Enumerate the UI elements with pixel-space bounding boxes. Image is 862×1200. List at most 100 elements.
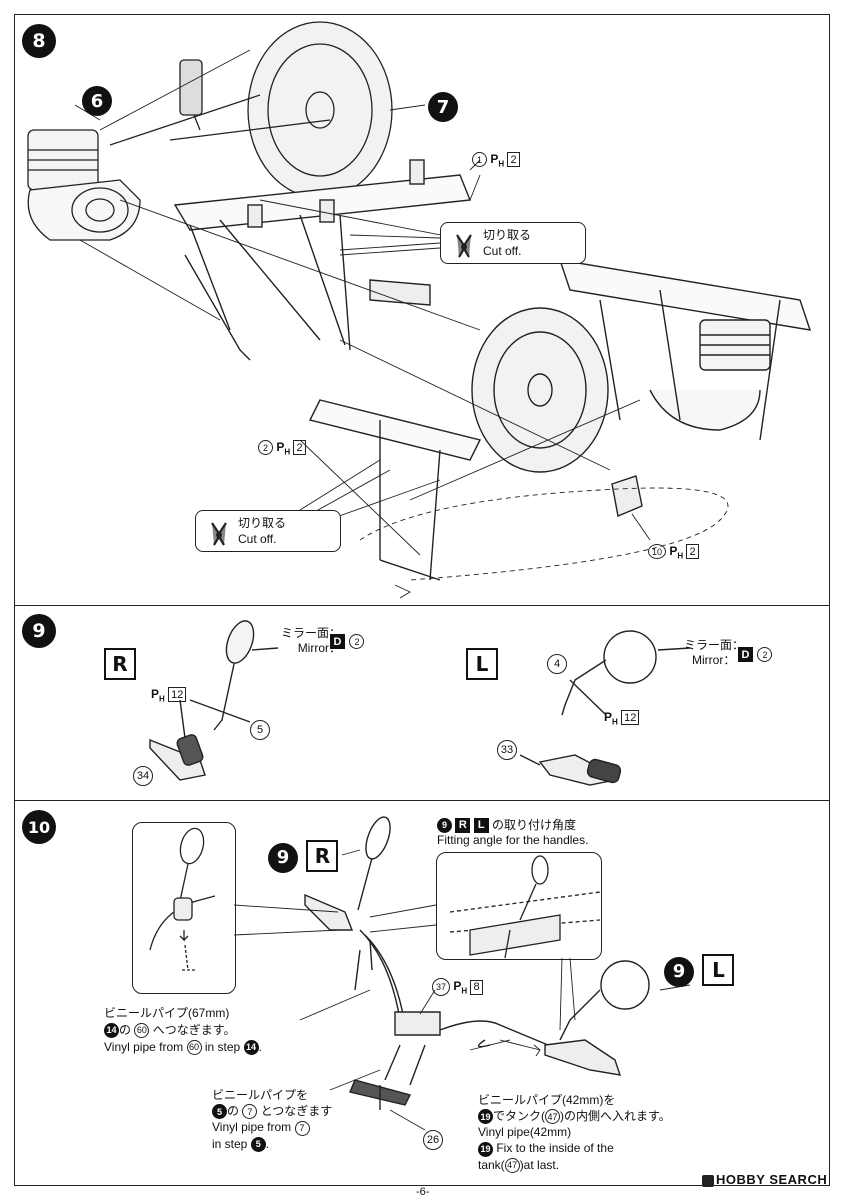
ref-side-letter: L	[702, 954, 735, 986]
note-text: .	[258, 1040, 262, 1054]
right-mirror-color: D 2	[330, 633, 365, 651]
quantity: 12	[621, 710, 640, 726]
mirror-ja: ミラー面：	[684, 638, 745, 652]
part-ref: 60	[186, 1040, 202, 1056]
step-ref: 14	[243, 1040, 259, 1056]
mirror-ja: ミラー面：	[281, 626, 342, 640]
ph-sub: H	[284, 447, 291, 457]
ph-mark: PH	[151, 687, 165, 703]
nipper-icon	[211, 522, 227, 546]
part-ref: 47	[504, 1157, 520, 1173]
quantity: 8	[470, 979, 483, 995]
ph-sub: H	[498, 159, 505, 169]
part-1-label: 1 PH 2	[472, 152, 520, 168]
ref-step-number: 9	[664, 956, 694, 987]
note-text: tank(	[478, 1157, 505, 1172]
note-text: Vinyl pipe from	[212, 1120, 292, 1135]
ref-r: R	[455, 818, 471, 834]
part-26-callout: 26	[423, 1130, 443, 1150]
ph-letter: P	[276, 440, 285, 454]
color-number: 2	[349, 634, 365, 650]
watermark: HOBBY SEARCH	[702, 1172, 827, 1187]
part-2-label: 2 PH 2	[258, 440, 306, 456]
step-9-number: 9	[22, 614, 56, 648]
left-mirror-color: D 2	[738, 646, 773, 664]
note-line-4: 19 Fix to the inside of the	[478, 1140, 671, 1157]
fitting-angle-ja: の取り付け角度	[492, 818, 577, 832]
ref-num: 9	[437, 818, 452, 834]
note-text: とつなぎます	[260, 1104, 333, 1118]
quantity: 2	[507, 152, 520, 168]
step-10-section	[14, 800, 830, 1186]
ph-sub: H	[677, 551, 684, 561]
note-line-3: Vinyl pipe(42mm)	[478, 1125, 572, 1140]
quantity: 12	[168, 687, 187, 703]
note-line-5: tank(47)at last.	[478, 1157, 671, 1173]
note-text: )の内側へ入れます。	[560, 1109, 671, 1123]
note-text: in step	[204, 1040, 241, 1054]
cut-off-note-1: 切り取る Cut off.	[440, 222, 586, 264]
cut-off-ja: 切り取る	[483, 228, 532, 242]
note-line-4: in step 5.	[212, 1136, 332, 1152]
note-text: Vinyl pipe from	[104, 1040, 184, 1054]
note-text: へつなぎます。	[152, 1023, 236, 1037]
part-number: 37	[432, 978, 450, 996]
ph-mark: PH	[604, 710, 618, 727]
cut-off-en: Cut off.	[238, 532, 277, 546]
part-ref: 7	[294, 1120, 310, 1136]
part-number: 10	[648, 544, 666, 560]
ph-mark: PH	[669, 544, 684, 561]
step-ref: 19	[478, 1109, 493, 1125]
page-number: -6-	[416, 1186, 430, 1198]
vinyl-pipe-inset	[132, 822, 236, 994]
part-5-callout: 5	[250, 720, 270, 740]
part-4-callout: 4	[547, 654, 567, 674]
part-ref: 60	[134, 1023, 150, 1039]
part-7-callout: 7	[428, 92, 458, 122]
watermark-text: HOBBY SEARCH	[716, 1172, 828, 1187]
step-ref: 19	[478, 1141, 493, 1157]
part-6-callout: 6	[82, 86, 112, 116]
left-side-badge: L	[466, 648, 498, 680]
ph-letter: P	[604, 710, 613, 724]
watermark-logo-icon	[702, 1174, 714, 1187]
part-10-label: 10 PH 2	[648, 544, 699, 560]
part-ref: 47	[545, 1109, 560, 1125]
ph-mark: PH	[276, 440, 291, 457]
note-line-3: Vinyl pipe from 7	[212, 1119, 332, 1136]
ref-9r: 9 R	[268, 840, 339, 873]
ref-side-letter: R	[306, 840, 339, 872]
note-line-1: ビニールパイプ(67mm)	[104, 1006, 230, 1020]
cut-off-en: Cut off.	[483, 244, 522, 258]
step-ref: 5	[250, 1136, 266, 1152]
ph-letter: P	[669, 544, 678, 558]
color-number: 2	[757, 647, 773, 663]
step-8-section	[14, 14, 830, 606]
note-line-1: ビニールパイプ(42mm)を	[478, 1093, 616, 1107]
cut-off-note-2: 切り取る Cut off.	[195, 510, 341, 552]
note-text: .	[265, 1136, 270, 1151]
ph-letter: P	[490, 152, 499, 166]
ph-mark: PH	[490, 152, 505, 169]
ph-sub: H	[612, 717, 618, 727]
fitting-angle-ja-line: 9 R L の取り付け角度	[437, 818, 588, 834]
part-33-callout: 33	[497, 740, 517, 760]
note-line-1: ビニールパイプを	[212, 1088, 309, 1102]
note-line-3: Vinyl pipe from 60 in step 14.	[104, 1039, 262, 1056]
step-10-number: 10	[22, 810, 56, 844]
step-ref: 14	[104, 1023, 119, 1039]
color-code: D	[738, 647, 753, 663]
part-number: 2	[258, 440, 273, 456]
fitting-angle-en: Fitting angle for the handles.	[437, 833, 589, 848]
part-ref: 7	[242, 1104, 258, 1120]
left-ph-label: PH 12	[604, 710, 640, 727]
ph-letter: P	[151, 687, 160, 701]
step-ref: 5	[212, 1104, 227, 1120]
ref-l: L	[473, 818, 489, 834]
part-number: 1	[472, 152, 487, 168]
